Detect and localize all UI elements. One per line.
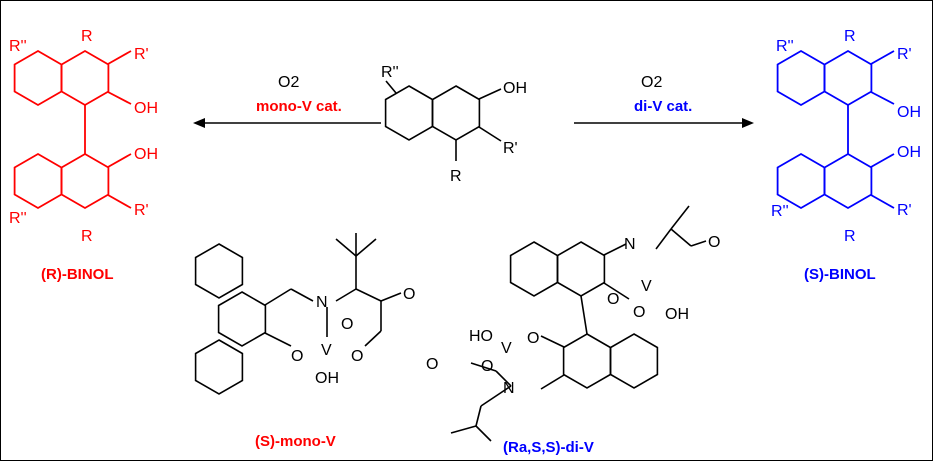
benzene-ring: [776, 49, 826, 107]
left-catalyst: mono-V cat.: [256, 98, 342, 115]
benzene-ring: [509, 241, 559, 297]
mono-v-label: (S)-mono-V: [255, 433, 336, 450]
o-label: O: [351, 348, 363, 365]
r-label: R: [450, 168, 462, 185]
o-label: O: [527, 330, 539, 347]
benzene-ring: [823, 49, 873, 107]
o-label: O: [481, 358, 493, 375]
r2-label: R'': [771, 203, 789, 220]
o-label: O: [403, 286, 415, 303]
left-reagent: O2: [278, 74, 299, 91]
r1-label: R': [897, 46, 912, 63]
mono-v-structure: N V O O O O OH (S)-mono-V: [194, 233, 415, 450]
oh-label: OH: [897, 104, 921, 121]
benzene-ring: [13, 49, 63, 107]
r1-label: R': [134, 46, 149, 63]
oh-label: OH: [897, 144, 921, 161]
oh-label: OH: [134, 146, 158, 163]
o-label: O: [426, 356, 438, 373]
benzene-ring: [431, 85, 481, 141]
starting-naphthol: R'' OH R' R: [381, 64, 527, 185]
right-reagent: O2: [641, 74, 662, 91]
benzene-ring: [60, 49, 110, 107]
o-label: O: [607, 291, 619, 308]
benzene-ring: [556, 241, 606, 297]
r2-label: R'': [9, 210, 27, 227]
o-label: O: [341, 316, 353, 333]
v-label: V: [321, 342, 332, 359]
right-arrow: O2 di-V cat.: [574, 74, 754, 128]
ho-label: HO: [469, 328, 493, 345]
r-binol-label: (R)-BINOL: [41, 266, 113, 283]
r-label: R: [81, 228, 93, 245]
o-label: O: [708, 234, 720, 251]
benzene-ring: [194, 243, 244, 299]
r2-label: R'': [381, 64, 399, 81]
benzene-ring: [217, 291, 267, 347]
benzene-ring: [60, 152, 110, 210]
o-label: O: [291, 348, 303, 365]
benzene-ring: [13, 152, 63, 210]
r-label: R: [844, 228, 856, 245]
s-binol-structure: R R'' R' OH OH R' R'' R (S)-BINOL: [771, 28, 921, 283]
r-label: R: [844, 28, 856, 45]
r1-label: R': [897, 202, 912, 219]
n-label: N: [316, 294, 328, 311]
v-label: V: [501, 340, 512, 357]
benzene-ring: [562, 333, 612, 389]
r2-label: R'': [9, 38, 27, 55]
r-binol-structure: R R'' R' OH OH R' R'' R (R)-BINOL: [9, 28, 158, 283]
benzene-ring: [609, 333, 659, 389]
benzene-ring: [194, 339, 244, 395]
r1-label: R': [134, 202, 149, 219]
v-label: V: [641, 278, 652, 295]
r2-label: R'': [776, 38, 794, 55]
benzene-ring: [823, 152, 873, 210]
right-catalyst: di-V cat.: [634, 98, 692, 115]
di-v-structure: N V O O OH O N V O HO O O (Ra,S,S)-di-V: [426, 205, 720, 456]
o-label: O: [633, 304, 645, 321]
n-label: N: [503, 380, 515, 397]
r-label: R: [81, 28, 93, 45]
benzene-ring: [384, 85, 434, 141]
di-v-label: (Ra,S,S)-di-V: [503, 439, 594, 456]
oh-label: OH: [503, 80, 527, 97]
oh-label: OH: [315, 370, 339, 387]
oh-label: OH: [134, 100, 158, 117]
n-label: N: [624, 236, 636, 253]
s-binol-label: (S)-BINOL: [804, 266, 876, 283]
left-arrow: O2 mono-V cat.: [193, 74, 381, 128]
oh-label: OH: [665, 306, 689, 323]
benzene-ring: [776, 152, 826, 210]
r1-label: R': [503, 140, 518, 157]
